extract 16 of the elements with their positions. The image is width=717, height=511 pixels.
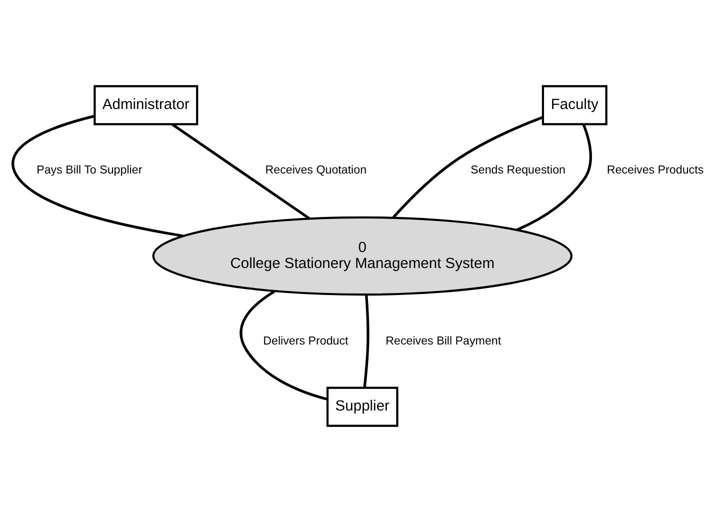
connector [516, 124, 592, 230]
edge-label: Pays Bill To Supplier [36, 163, 142, 176]
node-box: Supplier [326, 386, 398, 426]
connector [392, 116, 543, 218]
edge-label: Receives Bill Payment [386, 334, 502, 347]
node-box: Administrator [94, 84, 198, 125]
connector [363, 294, 370, 388]
node-box: Faculty [542, 84, 608, 125]
edge-label: Delivers Product [263, 334, 348, 347]
edge-label: Sends Requestion [470, 163, 566, 176]
edge-label: Receives Products [606, 163, 704, 176]
connector [12, 114, 184, 237]
edge-label: Receives Quotation [265, 163, 367, 176]
node-ellipse: 0 College Stationery Management System [152, 216, 572, 296]
connector [240, 290, 328, 400]
connector [172, 122, 310, 219]
